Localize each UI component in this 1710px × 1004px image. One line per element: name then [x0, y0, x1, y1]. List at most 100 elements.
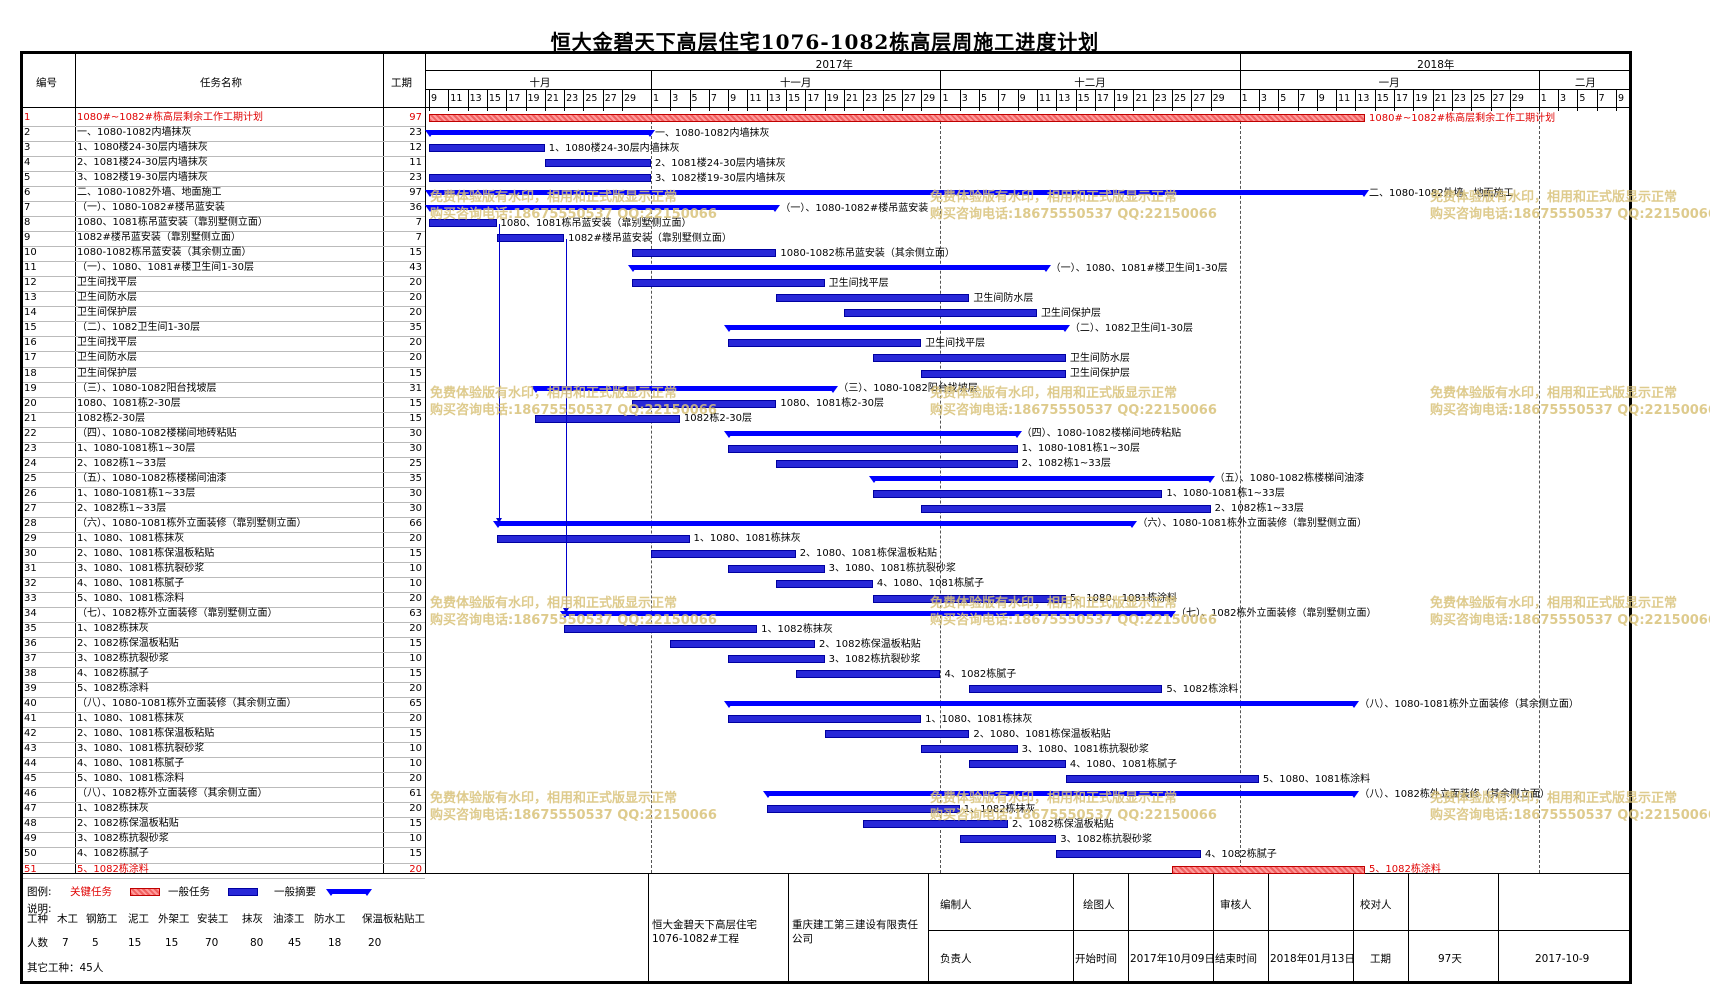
- task-bar[interactable]: [631, 249, 777, 258]
- task-bar[interactable]: [959, 835, 1057, 844]
- task-name[interactable]: （一）、1080、1081#楼卫生间1-30层: [77, 262, 254, 274]
- task-name[interactable]: 卫生间保护层: [77, 367, 137, 379]
- task-bar[interactable]: [429, 174, 651, 183]
- task-bar[interactable]: [544, 159, 651, 168]
- task-bar[interactable]: [776, 579, 873, 588]
- summary-bar[interactable]: [425, 130, 655, 138]
- task-name[interactable]: 1、1080、1081栋抹灰: [77, 713, 185, 725]
- task-bar[interactable]: [650, 549, 796, 558]
- summary-bar[interactable]: [424, 190, 1370, 198]
- task-bar[interactable]: [766, 805, 960, 814]
- task-name[interactable]: 2、1082栋保温板粘贴: [77, 818, 179, 830]
- task-bar[interactable]: [872, 489, 1163, 498]
- task-bar[interactable]: [824, 730, 970, 739]
- summary-bar[interactable]: [724, 430, 1022, 438]
- task-name[interactable]: 1、1080楼24-30层内墙抹灰: [77, 142, 208, 154]
- summary-bar[interactable]: [762, 791, 1360, 799]
- task-bar[interactable]: [429, 144, 545, 153]
- task-name[interactable]: （六）、1080-1081栋外立面装修（靠别墅侧立面）: [77, 517, 307, 529]
- task-name[interactable]: 1、1082栋抹灰: [77, 803, 149, 815]
- task-bar[interactable]: [429, 219, 497, 228]
- task-name[interactable]: 2、1082栋1~33层: [77, 502, 167, 514]
- task-bar[interactable]: [795, 670, 941, 679]
- task-name[interactable]: 5、1080、1081栋涂料: [77, 773, 185, 785]
- task-name[interactable]: 1080-1082栋吊蓝安装（其余侧立面）: [77, 247, 252, 259]
- task-bar[interactable]: [728, 564, 825, 573]
- task-name[interactable]: （五）、1080-1082栋楼梯间油漆: [77, 472, 227, 484]
- task-name[interactable]: 1082#楼吊蓝安装（靠别墅侧立面）: [77, 232, 241, 244]
- critical-task-bar[interactable]: [1172, 865, 1366, 874]
- task-name[interactable]: 5、1080、1081栋涂料: [77, 592, 185, 604]
- task-bar[interactable]: [969, 760, 1066, 769]
- task-name[interactable]: （二）、1082卫生间1-30层: [77, 322, 201, 334]
- task-name[interactable]: 1、1080-1081栋1~33层: [77, 487, 196, 499]
- task-name[interactable]: 卫生间找平层: [77, 337, 137, 349]
- task-bar[interactable]: [728, 339, 922, 348]
- summary-bar[interactable]: [492, 520, 1138, 528]
- task-name[interactable]: 4、1082栋腻子: [77, 848, 149, 860]
- task-name[interactable]: 2、1082栋保温板粘贴: [77, 638, 179, 650]
- task-bar[interactable]: [496, 234, 565, 243]
- task-name[interactable]: 二、1080-1082外墙、地面施工: [77, 187, 222, 199]
- task-bar[interactable]: [631, 279, 825, 288]
- task-bar[interactable]: [863, 820, 1008, 829]
- task-bar[interactable]: [843, 309, 1037, 318]
- task-name[interactable]: 2、1081楼24-30层内墙抹灰: [77, 157, 208, 169]
- task-bar[interactable]: [776, 294, 970, 303]
- task-name[interactable]: （四）、1080-1082楼梯间地砖粘贴: [77, 427, 237, 439]
- task-bar[interactable]: [776, 459, 1018, 468]
- task-name[interactable]: 卫生间防水层: [77, 292, 137, 304]
- task-name[interactable]: 卫生间找平层: [77, 277, 137, 289]
- task-bar[interactable]: [872, 354, 1066, 363]
- task-name[interactable]: 1、1080-1081栋1~30层: [77, 442, 196, 454]
- task-name[interactable]: 一、1080-1082内墙抹灰: [77, 127, 192, 139]
- summary-bar[interactable]: [724, 701, 1360, 709]
- task-bar[interactable]: [921, 745, 1018, 754]
- task-bar[interactable]: [564, 625, 758, 634]
- task-name[interactable]: （一）、1080-1082#楼吊蓝安装: [77, 202, 225, 214]
- task-name[interactable]: 1、1082栋抹灰: [77, 623, 149, 635]
- task-bar[interactable]: [969, 685, 1163, 694]
- summary-bar[interactable]: [868, 475, 1215, 483]
- task-name[interactable]: 3、1082栋抗裂砂浆: [77, 653, 169, 665]
- task-name[interactable]: 2、1080、1081栋保温板粘贴: [77, 728, 215, 740]
- task-name[interactable]: （三）、1080-1082阳台找坡层: [77, 382, 217, 394]
- task-bar[interactable]: [496, 534, 690, 543]
- task-name[interactable]: 5、1082栋涂料: [77, 863, 149, 875]
- task-name[interactable]: 2、1082栋1~33层: [77, 457, 167, 469]
- task-bar[interactable]: [921, 369, 1066, 378]
- task-bar[interactable]: [535, 414, 680, 423]
- task-name[interactable]: 1082栋2-30层: [77, 412, 146, 424]
- task-bar[interactable]: [921, 504, 1211, 513]
- summary-bar[interactable]: [531, 385, 839, 393]
- task-bar[interactable]: [872, 594, 1066, 603]
- task-name[interactable]: 3、1080、1081栋抗裂砂浆: [77, 743, 205, 755]
- task-name[interactable]: 5、1082栋涂料: [77, 683, 149, 695]
- summary-bar[interactable]: [424, 205, 781, 213]
- task-name[interactable]: 4、1080、1081栋腻子: [77, 758, 185, 770]
- task-bar[interactable]: [670, 640, 815, 649]
- summary-bar[interactable]: [560, 610, 1176, 618]
- task-name[interactable]: 4、1082栋腻子: [77, 668, 149, 680]
- task-name[interactable]: 2、1080、1081栋保温板粘贴: [77, 547, 215, 559]
- task-name[interactable]: 卫生间防水层: [77, 352, 137, 364]
- task-name[interactable]: 1080#~1082#栋高层剩余工作工期计划: [77, 112, 264, 123]
- task-bar[interactable]: [1065, 775, 1259, 784]
- task-name[interactable]: 1、1080、1081栋抹灰: [77, 532, 185, 544]
- task-name[interactable]: 卫生间保护层: [77, 307, 137, 319]
- task-name[interactable]: （七）、1082栋外立面装修（靠别墅侧立面）: [77, 607, 278, 619]
- task-bar[interactable]: [728, 655, 825, 664]
- task-name[interactable]: 1080、1081栋2-30层: [77, 397, 181, 409]
- task-bar[interactable]: [728, 444, 1018, 453]
- task-name[interactable]: 3、1080、1081栋抗裂砂浆: [77, 562, 205, 574]
- summary-bar[interactable]: [627, 265, 1051, 273]
- task-name[interactable]: （八）、1080-1081栋外立面装修（其余侧立面）: [77, 698, 297, 710]
- task-name[interactable]: 1080、1081栋吊蓝安装（靠别墅侧立面）: [77, 217, 268, 229]
- task-name[interactable]: 4、1080、1081栋腻子: [77, 577, 185, 589]
- task-name[interactable]: 3、1082栋抗裂砂浆: [77, 833, 169, 845]
- critical-task-bar[interactable]: [429, 114, 1366, 122]
- task-name[interactable]: 3、1082楼19-30层内墙抹灰: [77, 172, 208, 184]
- summary-bar[interactable]: [724, 325, 1070, 333]
- task-bar[interactable]: [728, 715, 922, 724]
- task-name[interactable]: （八）、1082栋外立面装修（其余侧立面）: [77, 788, 268, 800]
